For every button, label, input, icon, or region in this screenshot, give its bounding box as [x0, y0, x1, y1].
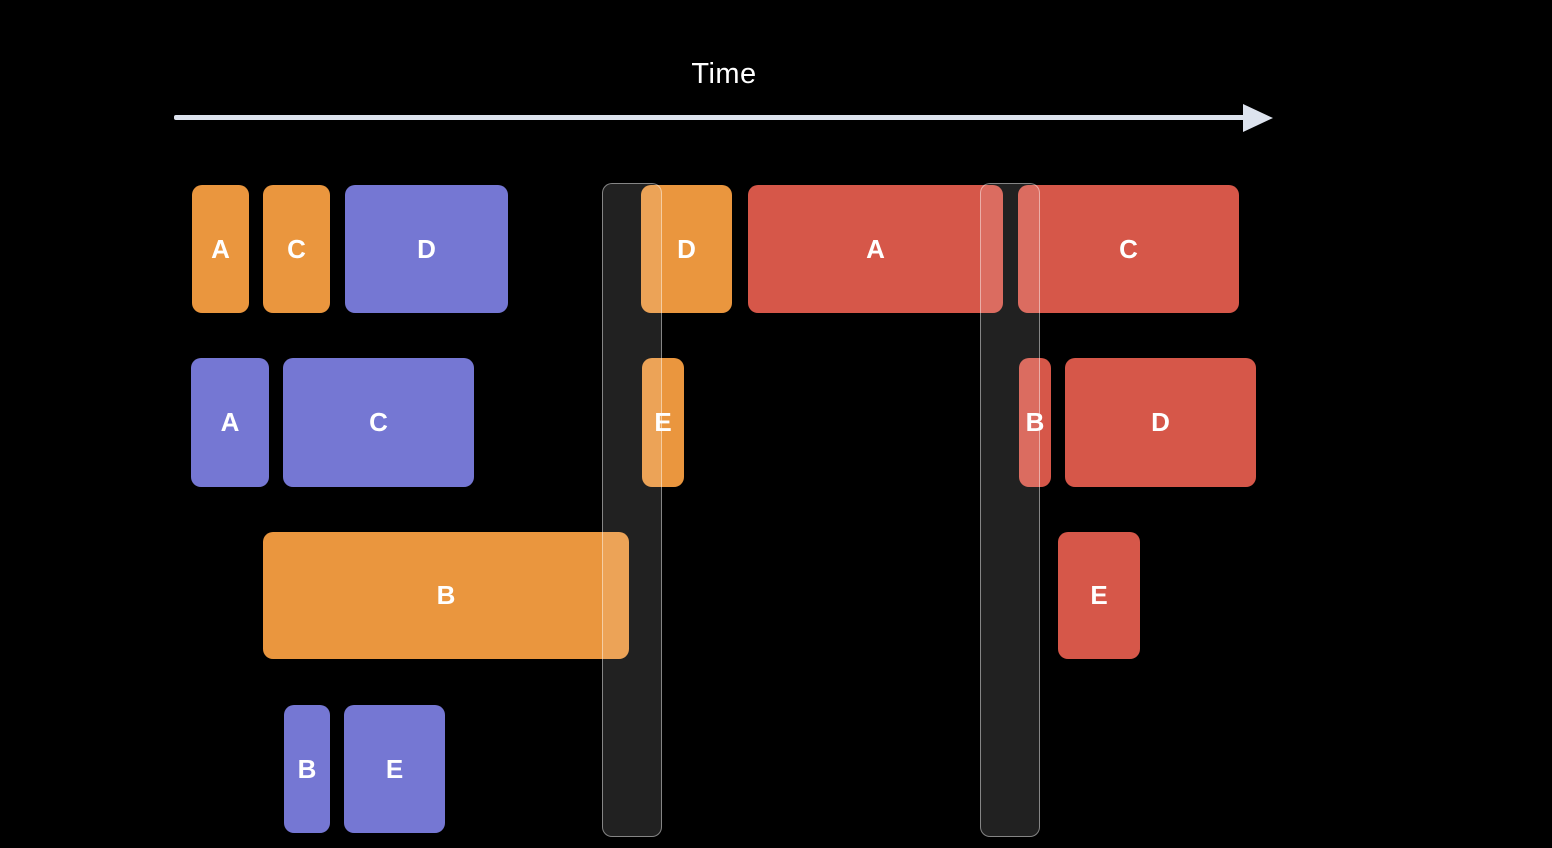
task-block-e-orange: E [642, 358, 684, 487]
task-block-e-purple: E [344, 705, 445, 833]
task-block-label: B [1025, 407, 1045, 437]
task-block-b-purple: B [284, 705, 330, 833]
task-block-label: C [1119, 233, 1138, 264]
task-block-label: A [211, 233, 230, 264]
task-block-label: D [677, 233, 696, 264]
task-block-label: E [654, 407, 672, 437]
task-block-c-orange: C [263, 185, 330, 313]
task-block-e-red: E [1058, 532, 1140, 659]
task-block-d-red: D [1065, 358, 1256, 487]
task-block-d-orange: D [641, 185, 732, 313]
time-arrow-head [1243, 104, 1273, 132]
pause-bar-2 [980, 183, 1040, 837]
task-block-label: B [297, 753, 317, 784]
task-block-a-red: A [748, 185, 1003, 313]
pause-bar-1 [602, 183, 662, 837]
task-block-c-purple: C [283, 358, 474, 487]
task-block-b-orange: B [263, 532, 629, 659]
task-block-label: D [1151, 407, 1170, 437]
task-block-label: C [287, 233, 306, 264]
task-block-label: C [369, 407, 388, 437]
task-block-b-red: B [1019, 358, 1051, 487]
task-block-c-red: C [1018, 185, 1239, 313]
task-block-label: E [385, 753, 404, 784]
time-arrow-line [174, 115, 1246, 120]
task-block-a-orange: A [192, 185, 249, 313]
task-block-d-purple: D [345, 185, 508, 313]
task-block-label: B [436, 580, 456, 610]
task-block-a-purple: A [191, 358, 269, 487]
task-block-label: A [866, 233, 885, 264]
task-block-label: D [417, 233, 436, 264]
task-block-label: E [1090, 580, 1108, 610]
time-axis-label: Time [691, 58, 757, 90]
task-block-label: A [220, 407, 240, 437]
